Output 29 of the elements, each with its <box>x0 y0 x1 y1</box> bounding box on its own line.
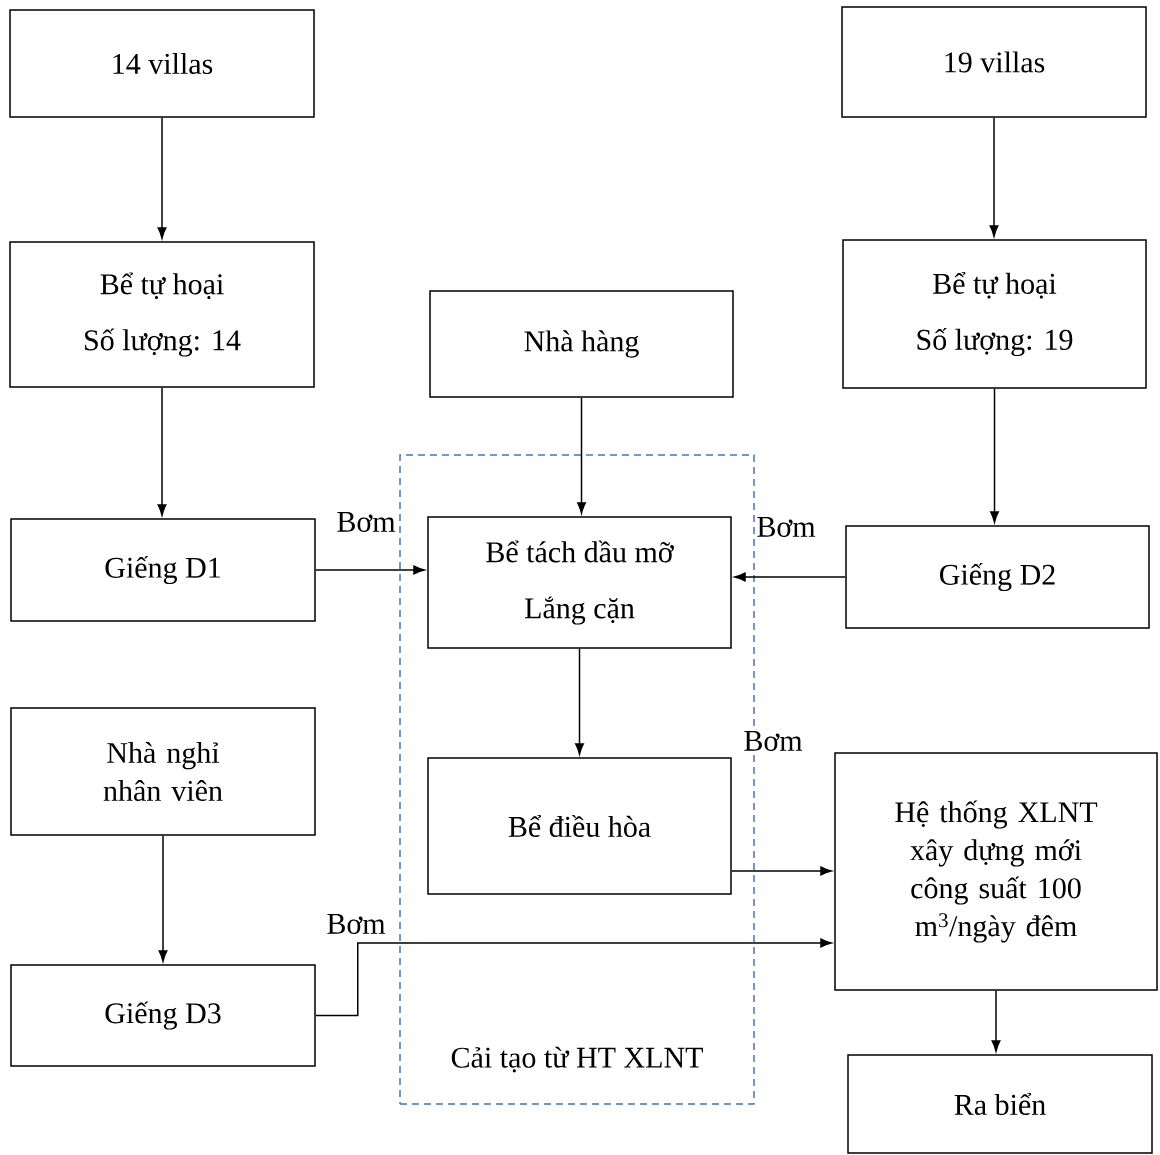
edge-label: Bơm <box>755 516 817 538</box>
arrow <box>315 938 832 1017</box>
arrow <box>991 990 1001 1052</box>
arrow <box>315 565 425 575</box>
arrow <box>157 117 167 239</box>
arrow <box>734 572 846 582</box>
process-box: Nhà hàng <box>429 290 734 398</box>
edge-label: Bơm <box>325 913 387 935</box>
edge-label: Bơm <box>742 730 804 752</box>
arrow <box>577 397 586 514</box>
process-box: Bể tự hoại Số lượng: 14 <box>9 241 315 388</box>
arrow <box>157 387 167 516</box>
process-box: 19 villas <box>841 6 1147 118</box>
process-box: 14 villas <box>9 9 315 118</box>
arrow <box>990 388 999 523</box>
process-box: Ra biển <box>847 1054 1153 1154</box>
arrow <box>989 117 999 237</box>
arrow <box>731 866 832 876</box>
process-box: Giếng D1 <box>10 518 316 622</box>
process-box: Bể tự hoại Số lượng: 19 <box>842 239 1147 389</box>
process-box: Hệ thống XLNT xây dựng mới công suất 100 m$^{3}$/ngày đêm <box>834 752 1158 991</box>
process-box: Bể điều hòa <box>427 757 732 895</box>
arrow <box>158 835 168 962</box>
process-box: Giếng D3 <box>10 964 316 1067</box>
process-box: Bể tách dầu mỡ Lắng cặn <box>427 516 732 649</box>
process-box: Giếng D2 <box>845 525 1150 629</box>
process-box: Nhà nghỉ nhân viên <box>10 707 316 836</box>
edge-label: Bơm <box>335 511 397 533</box>
arrow <box>575 648 584 755</box>
